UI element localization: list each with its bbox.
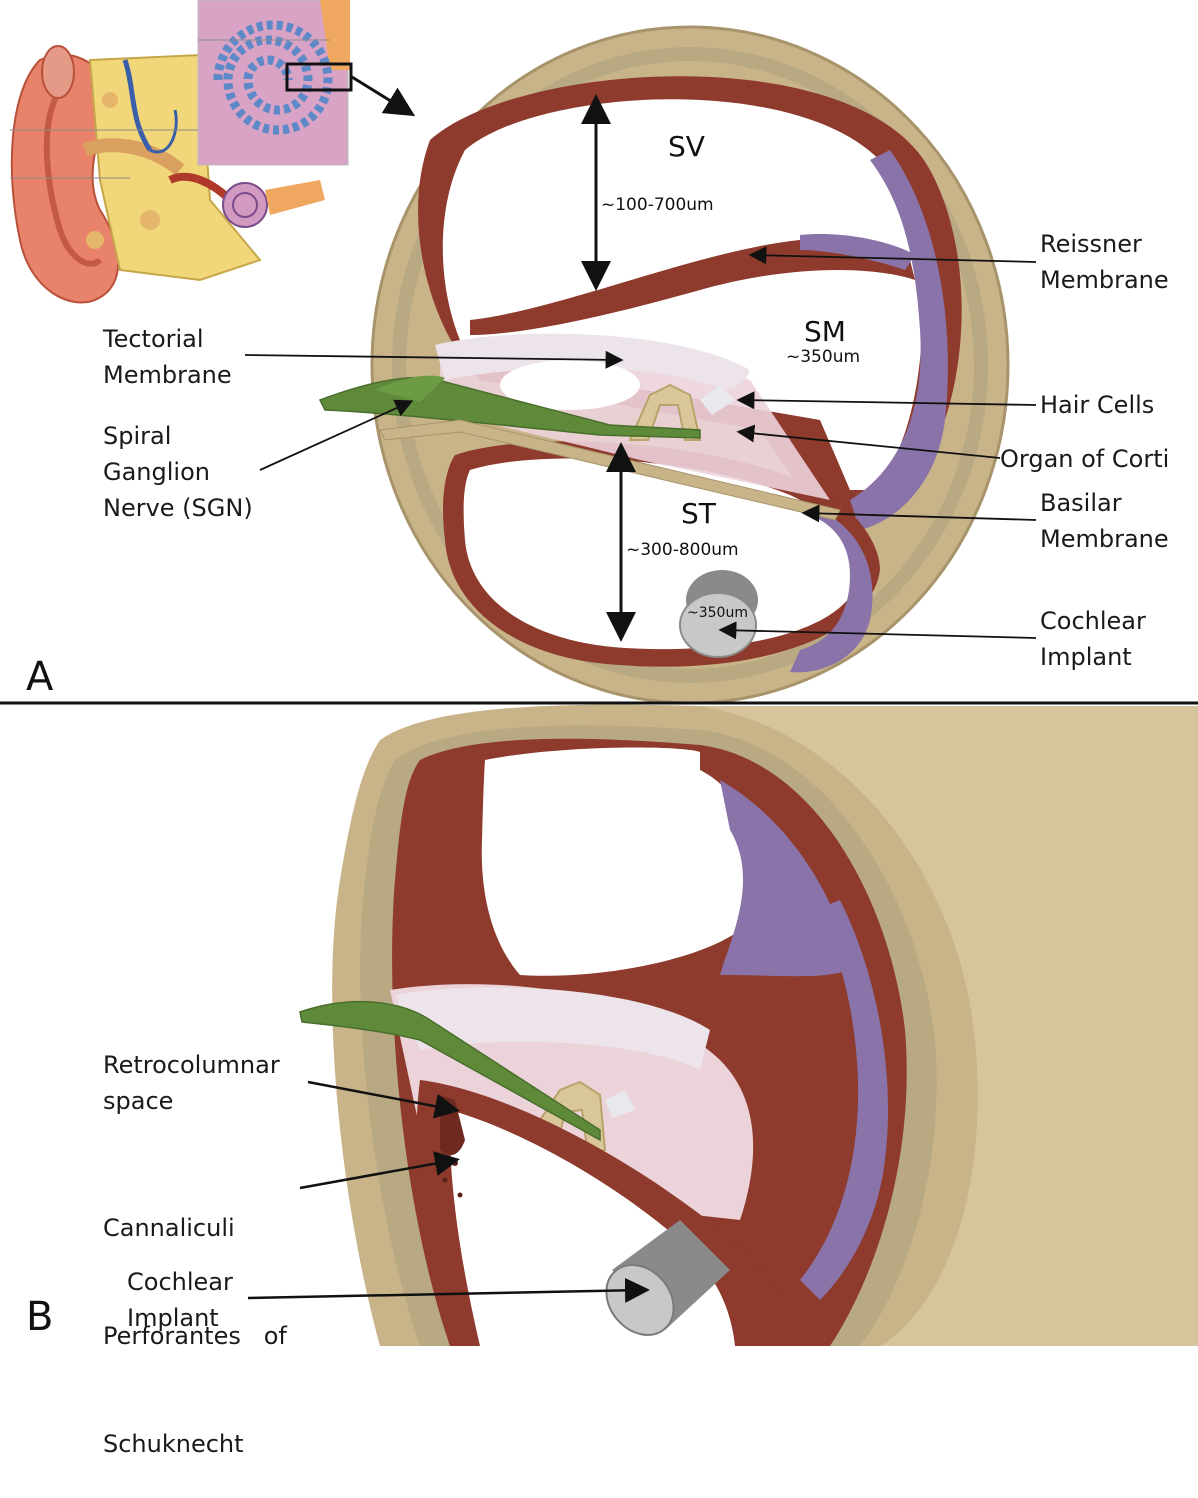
retro-arrow bbox=[307, 1080, 460, 1119]
panel-b-cutaway bbox=[299, 704, 1198, 1346]
label-spiral-ganglion-nerve: Spiral Ganglion Nerve (SGN) bbox=[103, 422, 253, 522]
cochlea-cross-section-figure bbox=[0, 0, 1198, 1346]
corti-arrow bbox=[736, 424, 1001, 459]
hair-cells-arrow bbox=[736, 391, 1037, 410]
panel-label-a: A bbox=[26, 654, 54, 700]
inset-zoom-box bbox=[285, 62, 353, 92]
implant-measurement: ~350um bbox=[687, 605, 748, 621]
label-organ-of-corti: Organ of Corti bbox=[1000, 445, 1170, 473]
label-basilar-membrane: Basilar Membrane bbox=[1040, 489, 1169, 553]
inset-zoom-arrow bbox=[351, 75, 416, 117]
label-retrocolumnar-space: Retrocolumnar space bbox=[103, 1051, 280, 1115]
basilar-arrow bbox=[801, 504, 1037, 523]
panel-a-cross-section bbox=[318, 25, 1010, 705]
sv-measurement: ~100-700um bbox=[601, 195, 714, 215]
label-tectorial-membrane: Tectorial Membrane bbox=[103, 325, 232, 389]
region-sm: SM bbox=[804, 315, 846, 348]
sgn-arrow bbox=[259, 399, 414, 471]
region-sv: SV bbox=[668, 130, 705, 163]
sm-measurement: ~350um bbox=[786, 347, 861, 367]
st-measurement: ~300-800um bbox=[626, 540, 739, 560]
label-reissner-membrane: Reissner Membrane bbox=[1040, 230, 1169, 294]
region-st: ST bbox=[681, 497, 716, 530]
ear-anatomy-inset bbox=[10, 0, 350, 304]
label-hair-cells: Hair Cells bbox=[1040, 391, 1155, 419]
implant-a-arrow bbox=[718, 621, 1037, 640]
label-cochlear-implant-a: Cochlear Implant bbox=[1040, 607, 1146, 671]
cannaliculi-arrow bbox=[299, 1151, 460, 1190]
implant-b-arrow bbox=[247, 1277, 650, 1303]
reissner-arrow bbox=[748, 246, 1037, 265]
panel-label-b: B bbox=[26, 1294, 54, 1340]
label-cochlear-implant-b: Cochlear Implant bbox=[127, 1268, 233, 1332]
tectorial-arrow bbox=[244, 350, 624, 369]
